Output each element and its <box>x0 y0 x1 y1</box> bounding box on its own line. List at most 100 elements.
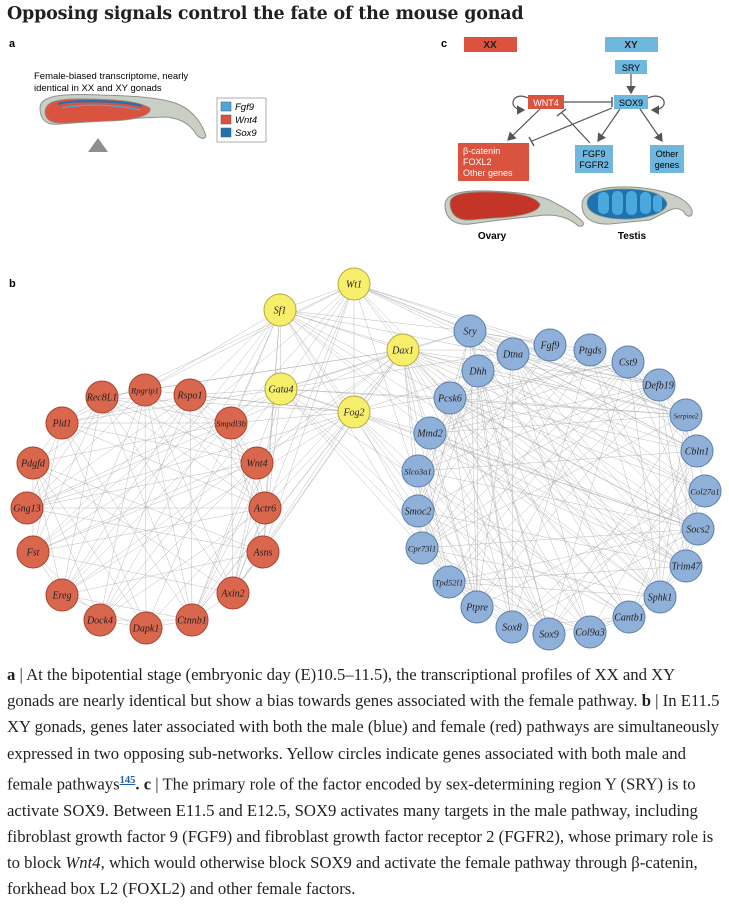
network-node-circle <box>10 491 44 525</box>
network-node-sox9: Sox9 <box>532 617 566 651</box>
xx-header <box>464 37 517 52</box>
network-node-circle <box>532 617 566 651</box>
network-edge <box>421 528 699 549</box>
network-edge <box>417 470 699 530</box>
network-node-ereg: Ereg <box>45 578 79 612</box>
network-edge <box>477 370 591 633</box>
network-edge <box>659 490 706 598</box>
network-node-circle <box>386 333 420 367</box>
network-edge <box>658 384 699 530</box>
network-edge <box>189 394 355 413</box>
network-node-circle <box>263 293 297 327</box>
network-node-axin2: Axin2 <box>216 576 250 610</box>
female-targets-box <box>458 143 529 181</box>
network-node-label: Ptgds <box>578 346 602 357</box>
legend-label-fgf9: Fgf9 <box>235 102 255 113</box>
network-node-circle <box>264 372 298 406</box>
network-node-dapk1: Dapk1 <box>129 611 163 645</box>
network-node-rpgrip1: Rpgrip1 <box>128 373 162 407</box>
network-node-circle <box>16 535 50 569</box>
network-edge <box>402 349 699 530</box>
network-edge <box>402 349 550 635</box>
network-node-circle <box>642 368 676 402</box>
network-edge <box>32 309 281 553</box>
network-node-rec8l1: Rec8L1 <box>85 380 119 414</box>
network-edge <box>232 462 258 594</box>
network-node-label: Defb19 <box>643 381 673 392</box>
network-node-cst9: Cst9 <box>611 345 645 379</box>
network-edge <box>449 397 706 492</box>
network-node-label: Fst <box>26 548 40 559</box>
network-node-label: Col27a1 <box>690 487 719 497</box>
network-edge <box>280 388 630 618</box>
network-edge <box>32 411 355 553</box>
scale-fulcrum <box>88 138 108 152</box>
network-edge <box>421 547 591 633</box>
reference-link[interactable]: 145 <box>119 774 136 786</box>
network-node-ptpre: Ptpre <box>460 590 494 624</box>
network-node-circle <box>643 580 677 614</box>
network-edge <box>26 394 191 509</box>
network-node-label: Wt1 <box>346 280 362 291</box>
network-node-label: Sox9 <box>539 630 558 641</box>
panel-a-description-line-1: Female-biased transcriptome, nearly <box>34 71 188 82</box>
network-edge <box>627 361 699 530</box>
network-edge <box>99 389 146 621</box>
other-genes-line-1: Other <box>656 149 679 159</box>
network-edge <box>353 370 479 413</box>
female-target-other-genes: Other genes <box>463 168 513 178</box>
network-edge <box>230 349 404 424</box>
network-edge <box>512 353 687 416</box>
network-edge <box>421 384 660 549</box>
network-node-circle <box>405 531 439 565</box>
network-edge <box>627 361 698 452</box>
network-node-circle <box>401 494 435 528</box>
female-target-foxl2: FOXL2 <box>463 157 492 167</box>
network-edge <box>448 384 660 583</box>
network-edge <box>144 389 234 594</box>
other-genes-box <box>650 145 684 173</box>
network-edge <box>145 349 404 629</box>
network-node-pcsk6: Pcsk6 <box>433 381 467 415</box>
network-edge <box>61 422 232 596</box>
network-edge <box>256 349 404 464</box>
panel-c: c XX XY SRY WNT4 SOX9 β-catenin FOXL2 Ot… <box>441 37 693 242</box>
network-edge <box>589 349 661 598</box>
network-edge <box>449 397 687 567</box>
network-edge <box>99 507 266 621</box>
network-edge <box>61 594 193 621</box>
network-edge <box>402 349 660 386</box>
network-node-cantb1: Cantb1 <box>612 600 646 634</box>
network-node-mmd2: Mmd2 <box>413 416 447 450</box>
network-node-wnt4: Wnt4 <box>240 446 274 480</box>
network-node-sphk1: Sphk1 <box>643 580 677 614</box>
network-edge <box>144 389 147 629</box>
network-edge <box>279 309 404 351</box>
network-edge <box>549 344 699 530</box>
network-edge <box>26 396 103 509</box>
network-edge <box>191 507 266 621</box>
network-edge <box>417 384 660 512</box>
network-edge <box>32 462 234 594</box>
panel-a: a Female-biased transcriptome, nearly id… <box>9 38 267 152</box>
gonad-illustration <box>39 93 207 152</box>
network-node-circle <box>669 549 703 583</box>
network-edge <box>280 283 355 390</box>
network-edge <box>264 411 355 509</box>
network-edge <box>448 581 550 635</box>
caption-c-text-2: , which would otherwise block SOX9 and a… <box>7 852 698 899</box>
network-edge <box>279 309 355 413</box>
legend-swatch-sox9 <box>220 127 232 138</box>
network-edge <box>279 309 661 598</box>
network-edge <box>32 462 264 553</box>
network-edge <box>421 547 661 598</box>
network-node-pdgfd: Pdgfd <box>16 446 50 480</box>
network-edge <box>448 528 699 583</box>
network-edge <box>279 309 687 567</box>
caption-reference[interactable]: 145 <box>120 772 136 787</box>
network-node-circle <box>533 328 567 362</box>
network-node-label: Dhh <box>468 367 486 378</box>
network-edge <box>279 309 431 434</box>
network-node-label: Actr6 <box>253 504 276 515</box>
network-edge <box>61 396 103 596</box>
